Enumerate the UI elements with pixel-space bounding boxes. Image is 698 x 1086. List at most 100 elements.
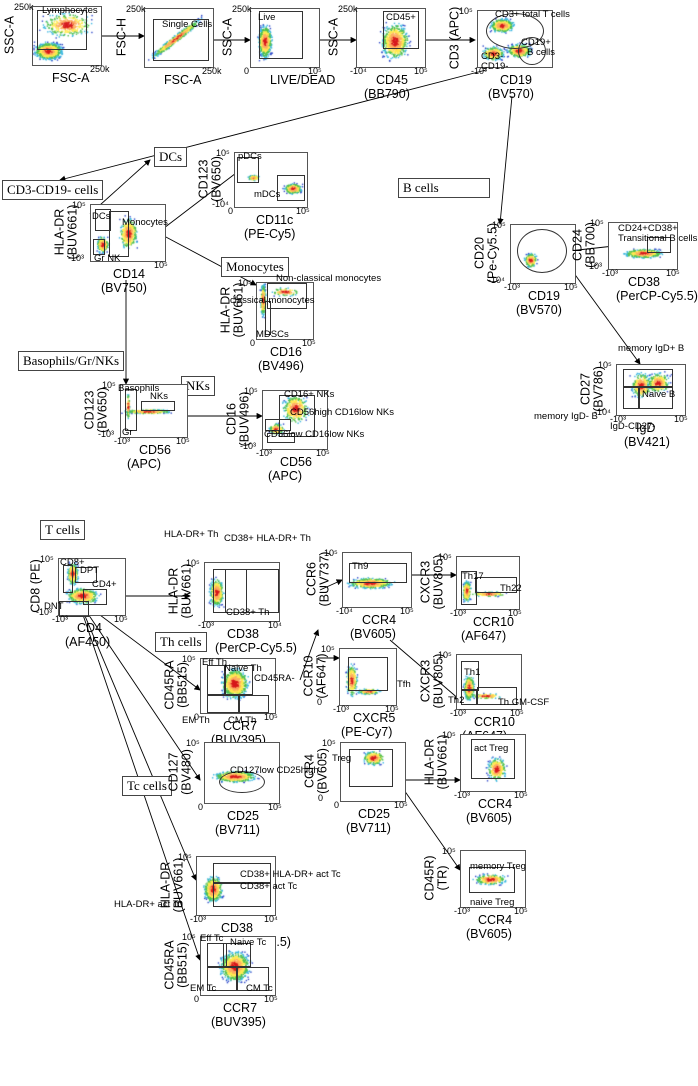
x-axis-max-tick: 10⁵	[394, 800, 408, 810]
y-axis-label: CD3 (APC)	[447, 6, 462, 70]
gate-p8-1	[265, 301, 271, 335]
gate-label: Transitional B cells	[618, 233, 698, 244]
scatter-density	[341, 743, 405, 801]
scatter-density	[343, 553, 411, 607]
gate-p24-0	[469, 867, 515, 893]
y-axis-min-tick: -10³	[240, 441, 257, 451]
x-axis-sublabel: (APC)	[127, 457, 162, 471]
y-axis-sublabel: (BV650)	[209, 156, 224, 202]
x-axis-label: CXCR5	[353, 711, 396, 725]
x-axis-sublabel: (BV711)	[346, 821, 391, 835]
gate-label: Gr NK	[94, 253, 121, 264]
x-axis-max-tick: 10⁵	[268, 802, 282, 812]
gate-p22-0	[349, 749, 393, 787]
y-axis-max-tick: 10⁵	[102, 380, 116, 390]
x-axis-max-tick: 10⁵	[154, 260, 168, 270]
scatter-density	[59, 559, 125, 615]
plot-p4	[356, 8, 426, 68]
gate-label: CD38+ Th	[226, 607, 270, 618]
x-axis-sublabel: (BV605)	[466, 927, 512, 941]
scatter-density	[617, 365, 685, 415]
y-axis-max-tick: 10⁵	[492, 220, 506, 230]
gate-label: HLA-DR+ act Tc	[114, 899, 183, 910]
gate-label: EM Tc	[190, 983, 217, 994]
gate-label: mDCs	[254, 189, 281, 200]
plot-p1	[32, 6, 102, 66]
gate-label: CD56high CD16low NKs	[290, 407, 395, 418]
x-axis-max-tick: 10⁵	[316, 448, 330, 458]
gate-p17-0	[461, 571, 477, 605]
gate-label: act Treg	[474, 743, 509, 754]
x-axis-label: CD56	[280, 455, 312, 469]
plot-p15	[204, 562, 280, 622]
x-axis-label: CCR4	[478, 797, 513, 811]
x-axis-label: CCR7	[223, 719, 258, 733]
gate-label: CD56low CD16low NKs	[264, 429, 365, 440]
gate-label: Th2	[448, 695, 465, 706]
plot-p3	[250, 8, 320, 68]
x-axis-label: CD25	[227, 809, 259, 823]
x-axis-sublabel: (BV496)	[258, 359, 304, 373]
x-axis-sublabel: (PerCP-Cy5.5)	[616, 289, 698, 303]
x-axis-sublabel: (AF647)	[461, 629, 507, 643]
gate-p21-0	[219, 771, 265, 793]
y-axis-label: CD8 (PE)	[28, 559, 43, 613]
gate-label: Single Cells	[162, 19, 213, 30]
x-axis-min-tick: -10³	[454, 790, 471, 800]
gate-label: Eff Th	[202, 657, 227, 668]
scatter-density	[457, 557, 519, 609]
x-axis-label: CCR7	[223, 1001, 258, 1015]
x-axis-label: CD56	[139, 443, 171, 457]
gate-p15-1	[225, 569, 279, 613]
x-axis-max-tick: 10⁵	[564, 282, 578, 292]
gate-label: IgD-CD27-	[610, 421, 656, 432]
x-axis-label: CD19	[500, 73, 532, 87]
x-axis-label: CD11c	[256, 213, 294, 227]
gate-label: Live	[258, 12, 276, 23]
x-axis-min-tick: 0	[194, 994, 200, 1004]
gate-label: CD19-	[481, 61, 509, 72]
x-axis-label: CD4	[77, 621, 103, 635]
gate-p7-1	[277, 175, 305, 201]
gate-label: Gr	[122, 427, 133, 438]
gate-label: CD38+ HLA-DR+ Th	[224, 533, 311, 544]
gate-p25-1	[213, 883, 271, 907]
plot-p18	[200, 658, 276, 714]
y-axis-max-tick: 10⁵	[459, 6, 473, 16]
x-axis-sublabel: (BV711)	[215, 823, 260, 837]
y-axis-sublabel: (BUV496)	[237, 391, 252, 447]
scatter-density	[357, 9, 425, 67]
gate-p9-0	[517, 229, 567, 273]
plot-p23	[460, 734, 526, 792]
x-axis-sublabel: (BV421)	[624, 435, 670, 449]
x-axis-min-tick: -10³	[454, 906, 471, 916]
x-axis-label: IgD	[636, 421, 656, 435]
gate-p3-0	[259, 11, 303, 59]
section-label-thcells: Th cells	[155, 632, 207, 652]
plot-p24	[460, 850, 526, 908]
gate-p26-2	[207, 967, 237, 991]
x-axis-sublabel: (PerCP-Cy5.5)	[215, 641, 297, 655]
x-axis-max-tick: 250k	[202, 66, 222, 76]
scatter-density	[197, 857, 275, 915]
y-axis-sublabel: (BUV737)	[317, 551, 332, 607]
y-axis-min-tick: 0	[317, 697, 323, 707]
y-axis-min-tick: -10⁴	[488, 275, 505, 285]
gate-label: DNT	[44, 601, 64, 612]
x-axis-label: CD45	[376, 73, 408, 87]
plot-p22	[340, 742, 406, 802]
scatter-density	[121, 385, 187, 437]
y-axis-sublabel: (BB515)	[175, 942, 190, 988]
gate-label: CM Th	[228, 715, 257, 726]
y-axis-label: FSC-H	[114, 17, 129, 57]
gate-label: CD3-	[481, 51, 504, 62]
x-axis-max-tick: 10⁵	[308, 66, 322, 76]
x-axis-sublabel: (APC)	[268, 469, 303, 483]
plot-p8	[256, 282, 314, 340]
x-axis-min-tick: 0	[194, 712, 200, 722]
x-axis-min-tick: 0	[250, 338, 256, 348]
gate-p6-0	[95, 209, 111, 231]
y-axis-max-tick: 10⁵	[40, 554, 54, 564]
y-axis-max-tick: 10⁵	[442, 846, 456, 856]
